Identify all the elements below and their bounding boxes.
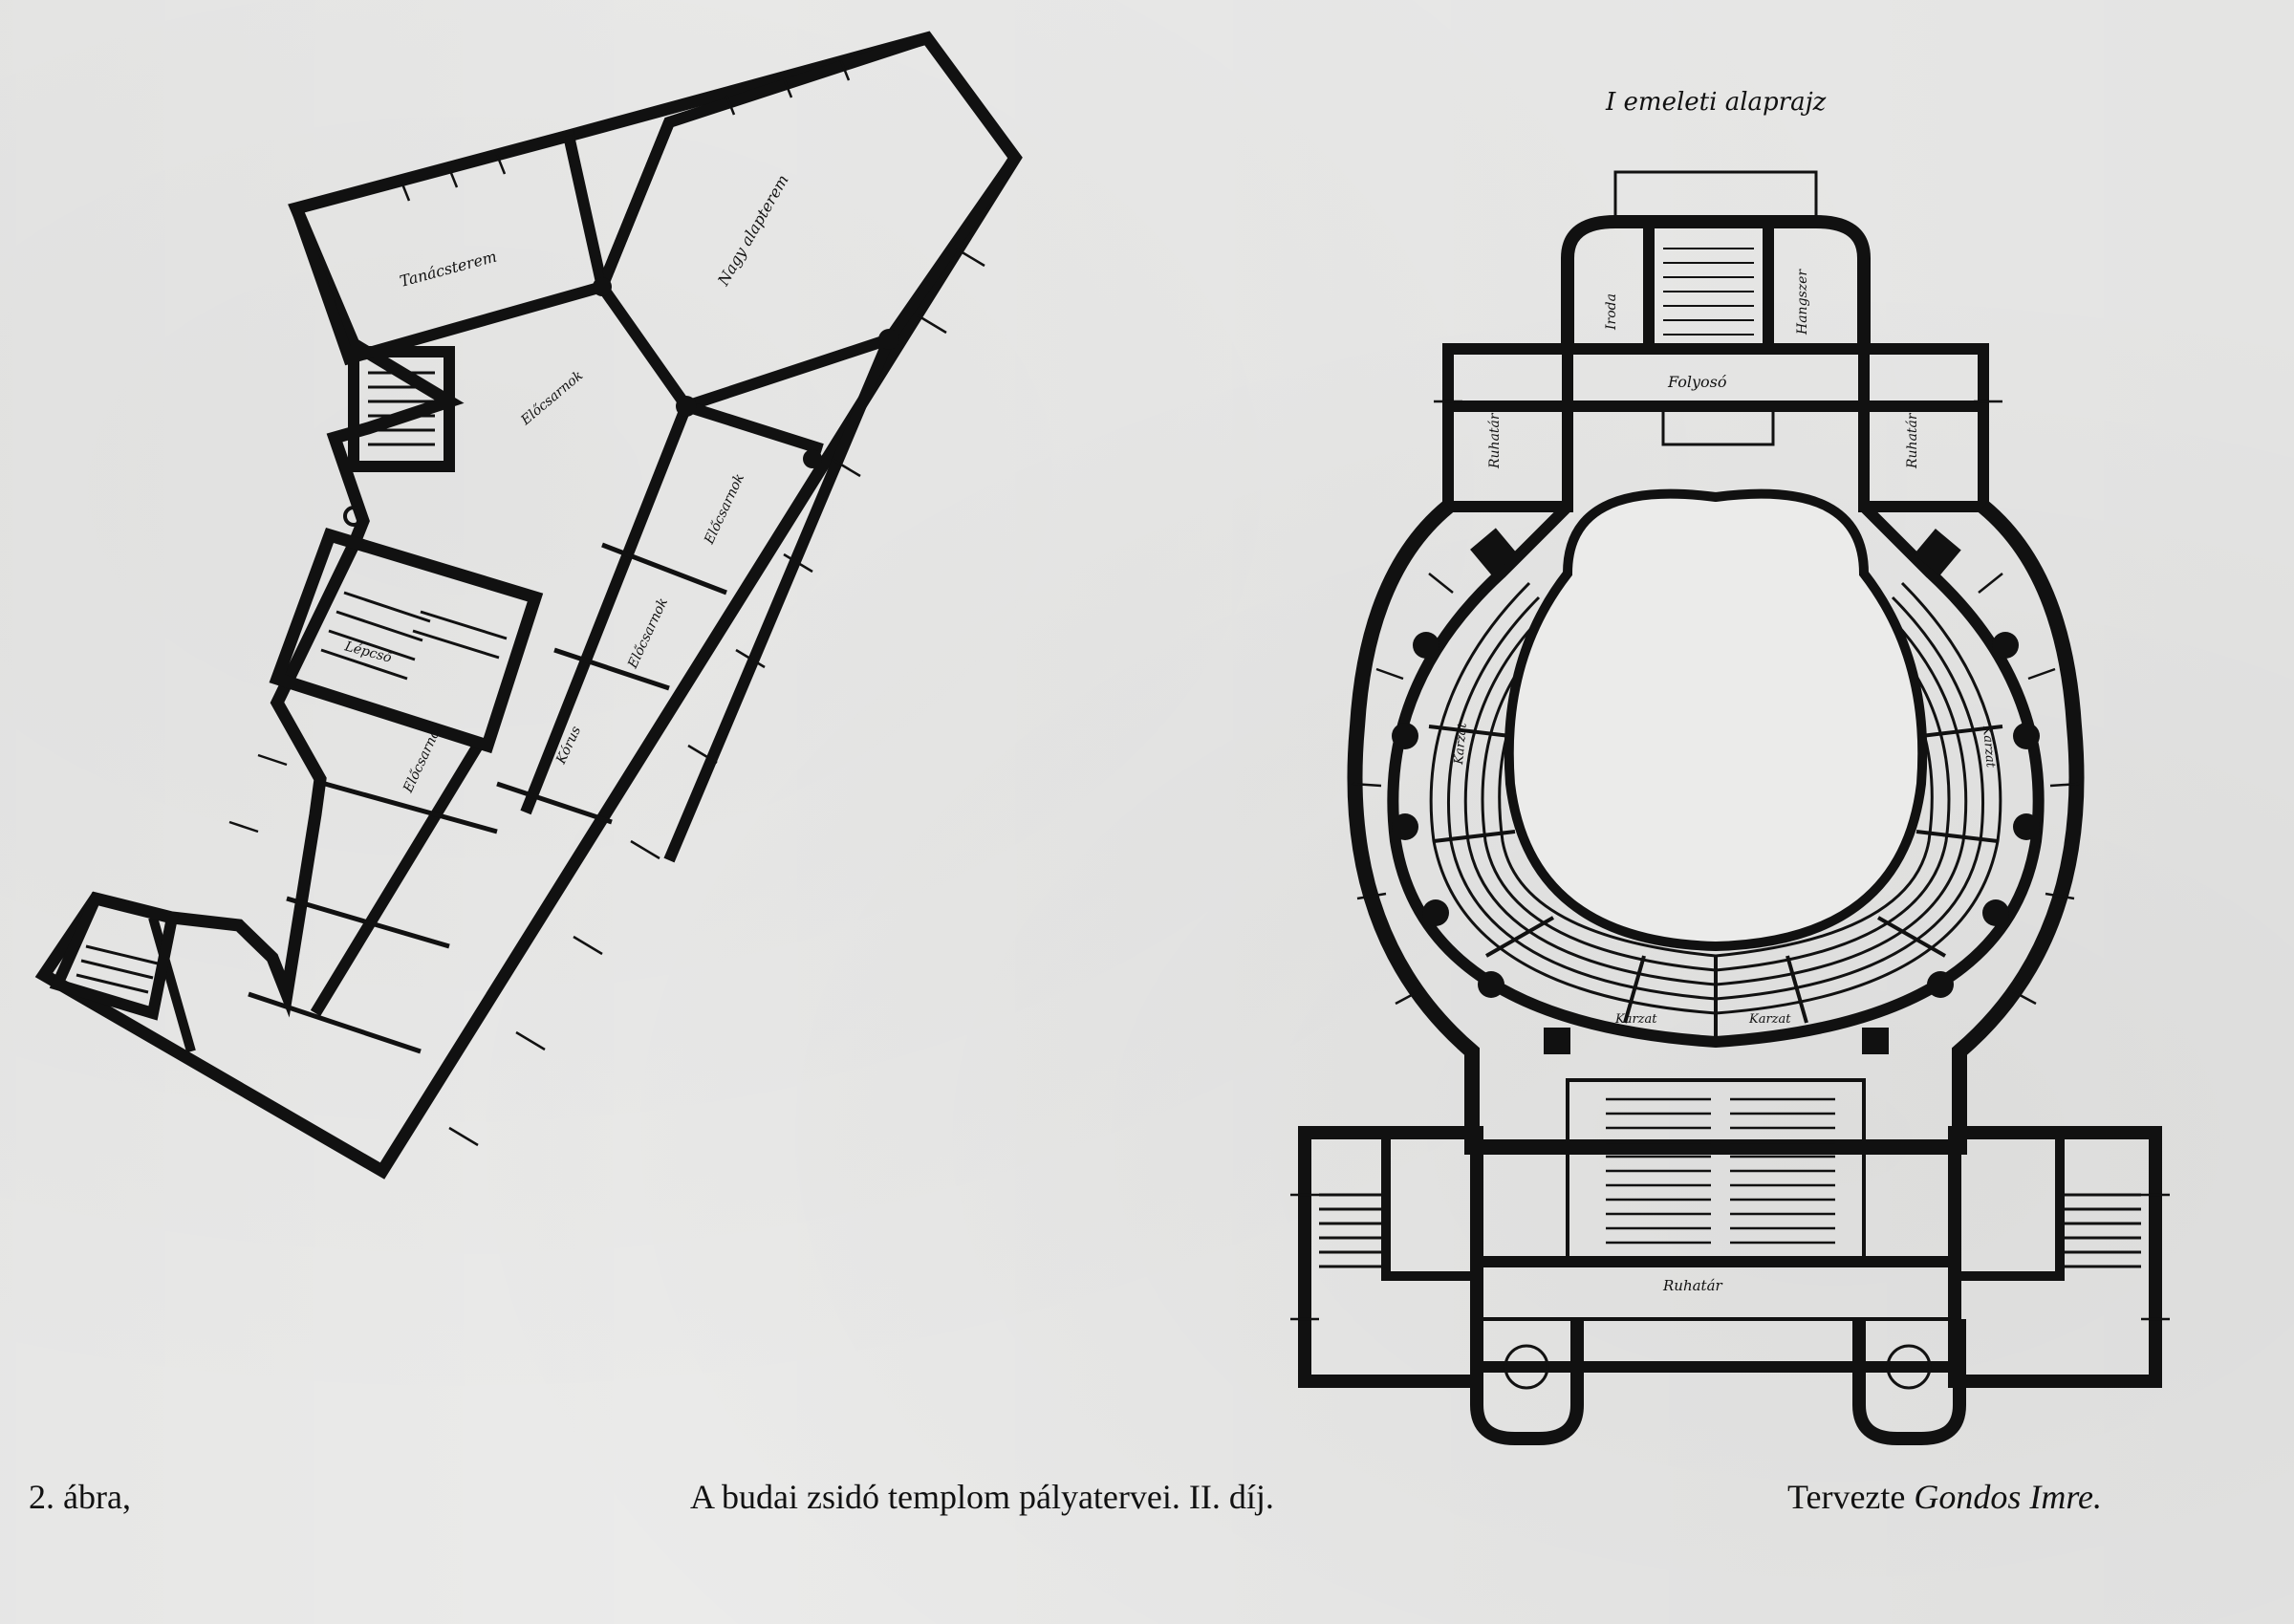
pillar: [343, 506, 364, 527]
left-stair-tower: [1470, 1319, 1584, 1445]
ring-columns: [1392, 632, 2040, 998]
right-coat-label: Ruhatár: [1905, 412, 1920, 469]
lower-left-wing-inner: [1381, 1128, 1482, 1281]
bottom-coat-label: Ruhatár: [1662, 1277, 1723, 1294]
left-wall-1: [596, 119, 675, 290]
main-stair-treads: [320, 591, 508, 681]
right-spiral-core: [1886, 1344, 1932, 1390]
left-floor-plan: Tanácsterem Nagy alapterem Előcsarnok El…: [34, 31, 1023, 1180]
right-floor-plan: I emeleti alaprajz: [1290, 88, 2170, 1445]
lower-right-wing-inner: [1950, 1128, 2065, 1281]
gallery-left-label: Karzat: [1452, 722, 1470, 766]
lower-stair-treads: [76, 944, 159, 994]
seat-dividers: [1428, 725, 2003, 1037]
gallery-bottom-left-label: Karzat: [1614, 1012, 1657, 1027]
right-stair-tower: [1852, 1319, 1966, 1445]
left-wall-9: [310, 742, 484, 1017]
left-wall-7: [553, 647, 670, 691]
small-stair-box: [348, 346, 455, 472]
small-stair-treads: [368, 371, 435, 446]
corridor-label: Folyosó: [1667, 373, 1727, 391]
designer-prefix: Tervezte: [1787, 1478, 1906, 1516]
window-ticks: [228, 60, 985, 1147]
top-rooms-block: [1561, 215, 1871, 349]
corridor-opening: [1661, 404, 1775, 446]
pillar: [676, 396, 697, 417]
designer-name: Gondos Imre.: [1914, 1478, 2103, 1516]
left-wall-12: [248, 991, 422, 1054]
right-coat-room: [1858, 343, 1989, 512]
top-middle-treads: [1663, 248, 1754, 336]
top-left-room-label: Iroda: [1604, 293, 1619, 331]
large-hall-walls: [595, 31, 1023, 414]
pier-bottom-left: [1544, 1028, 1570, 1054]
left-coat-label: Ruhatár: [1487, 412, 1503, 469]
left-wing-stair-treads: [1319, 1193, 1386, 1268]
central-void: [1504, 488, 1928, 952]
lower-seat-rows: [1606, 1097, 1835, 1245]
outer-ring-wall: [1347, 500, 2085, 1155]
left-room-label: Tanácsterem: [398, 248, 499, 291]
pier-right: [1914, 529, 1961, 576]
pier-bottom-right: [1862, 1028, 1889, 1054]
gallery-right-label: Karzat: [1980, 725, 1998, 769]
top-right-room-label: Hangszer: [1795, 269, 1810, 336]
left-room-label: Nagy alapterem: [714, 171, 792, 289]
left-wall-13: [148, 916, 196, 1053]
left-wall-10: [324, 781, 498, 834]
left-coat-room: [1442, 343, 1573, 512]
left-wall-8: [496, 781, 613, 825]
main-stair-walls: [269, 528, 544, 754]
right-plan-title: I emeleti alaprajz: [1605, 88, 1827, 117]
left-spiral-core: [1504, 1344, 1549, 1390]
left-room-label: Előcsarnok: [625, 595, 671, 671]
apse-outline: [1613, 170, 1818, 222]
right-wing-stair-treads: [2065, 1193, 2141, 1268]
left-room-label: Előcsarnok: [702, 471, 747, 547]
right-window-ticks: [1290, 400, 2170, 1321]
pillar: [878, 329, 899, 350]
left-wall-6: [601, 542, 727, 595]
designer-credit: Tervezte Gondos Imre.: [1787, 1477, 2102, 1517]
lower-stair-walls: [49, 891, 180, 1021]
left-room-label: Előcsarnok: [518, 368, 587, 429]
pier-left: [1470, 528, 1518, 575]
left-wall-2: [565, 135, 606, 288]
inner-ring-wall: [1387, 502, 2045, 1049]
pillar: [593, 277, 612, 296]
gallery-bottom-right-label: Karzat: [1748, 1012, 1791, 1027]
left-wall-3: [520, 403, 692, 815]
left-wall-4: [663, 336, 895, 863]
figure-title: A budai zsidó templom pályatervei. II. d…: [690, 1478, 1274, 1516]
pillar: [803, 449, 822, 468]
figure-number: 2. ábra,: [29, 1478, 131, 1516]
left-wall-5: [684, 401, 824, 455]
left-wall-11: [286, 896, 450, 949]
